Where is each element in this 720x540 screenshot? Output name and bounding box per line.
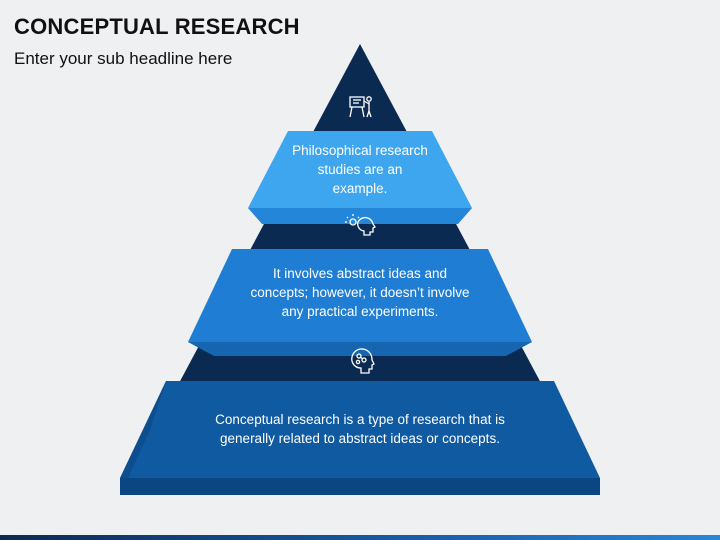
tier-3-band (120, 381, 600, 478)
tier-2-text: It involves abstract ideas and concepts;… (250, 266, 470, 319)
tier-1-text: Philosophical research studies are an ex… (292, 143, 428, 196)
page-title: CONCEPTUAL RESEARCH (14, 14, 300, 39)
tier-1-bottom-face (248, 208, 472, 224)
brain-head-icon (351, 348, 375, 374)
tier-3-left-shadow (120, 381, 166, 495)
tier-3-bottom-face (120, 478, 600, 495)
tier-1-band (248, 131, 472, 208)
page-subtitle: Enter your sub headline here (14, 49, 233, 68)
tier-3-text: Conceptual research is a type of researc… (215, 412, 505, 446)
idea-head-icon (345, 214, 376, 236)
tier-2-band (188, 249, 532, 342)
presenter-board-icon (349, 96, 372, 118)
bottom-accent-bar (0, 535, 720, 540)
